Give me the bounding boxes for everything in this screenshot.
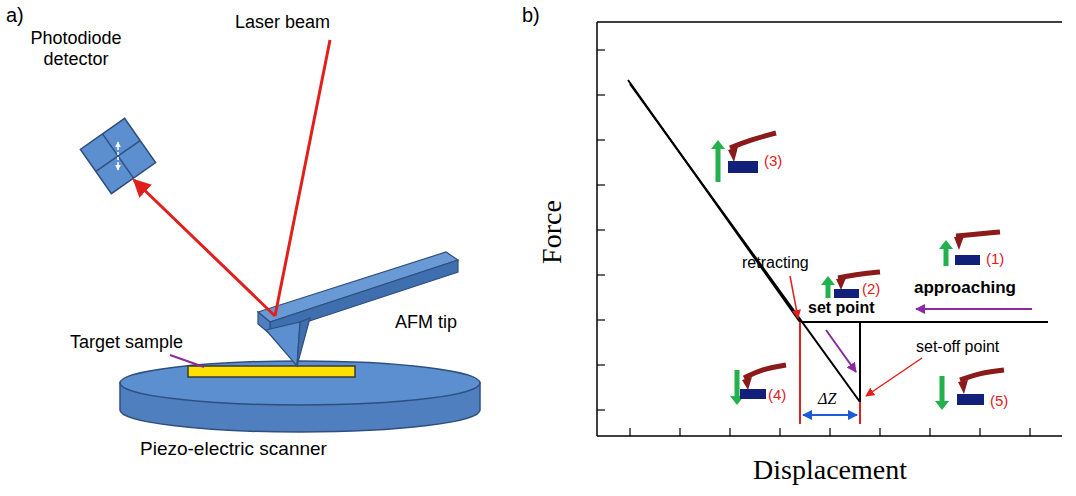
cantilever-icon [956, 232, 1000, 236]
curve-note: set-off point [916, 338, 999, 356]
motion-arrow [826, 284, 831, 298]
cantilever-icon [744, 365, 786, 378]
motion-arrow-head [939, 240, 953, 249]
approach-arrow [916, 308, 1032, 310]
tick [629, 428, 630, 436]
retract-arrow [826, 330, 856, 372]
pointer-arrow [790, 276, 798, 318]
component-label: Piezo-electric scanner [140, 438, 327, 460]
tick [679, 428, 680, 436]
tick [597, 319, 605, 320]
component-label: Photodiode detector [18, 28, 134, 69]
curve-note: set point [808, 299, 875, 317]
leader-line [170, 355, 204, 367]
component-label: AFM tip [395, 312, 457, 333]
tip-icon [742, 377, 752, 390]
tick [597, 49, 605, 50]
tip-icon [958, 380, 968, 394]
callout-number: (3) [764, 152, 782, 169]
marker-line [859, 402, 861, 424]
motion-arrow [716, 148, 721, 182]
piezo-scanner [120, 361, 480, 432]
component-label: Target sample [70, 332, 183, 353]
motion-arrow-head [711, 140, 725, 149]
dimension-label: ΔZ [818, 390, 836, 408]
reflected-beam [134, 180, 275, 316]
tick [779, 428, 780, 436]
axis-title: Displacement [753, 454, 907, 486]
component-label: Laser beam [235, 12, 330, 33]
sample-plate [188, 366, 355, 377]
cantilever-icon [960, 370, 1004, 380]
tick [597, 409, 605, 410]
callout-number: (4) [768, 386, 786, 403]
panel-label: a) [6, 4, 24, 27]
curve-note: retracting [742, 254, 809, 272]
curve-note: approaching [914, 278, 1016, 298]
tick [1029, 428, 1030, 436]
axis-ticks [597, 50, 1030, 436]
tick [597, 94, 605, 95]
axis-title: Force [536, 200, 568, 264]
plot-frame [597, 22, 1062, 436]
state-icon [821, 272, 880, 298]
delta-arrow [803, 414, 857, 416]
tick [597, 364, 605, 365]
tick [879, 428, 880, 436]
tick [829, 428, 830, 436]
tick [597, 229, 605, 230]
tick [597, 139, 605, 140]
panel-label: b) [522, 4, 540, 27]
state-icon [730, 365, 786, 405]
motion-arrow-head [821, 276, 835, 285]
cantilever [258, 252, 458, 366]
tick [597, 274, 605, 275]
motion-arrow-head [935, 401, 949, 410]
force-curve [628, 80, 1048, 402]
callout-number: (5) [990, 392, 1008, 409]
sample-icon [955, 255, 980, 265]
motion-arrow [944, 248, 949, 266]
sample-icon [740, 389, 766, 399]
laser-beam [275, 40, 330, 316]
motion-arrow [940, 376, 945, 402]
callout-number: (2) [862, 280, 880, 297]
cantilever-icon [838, 272, 880, 278]
tick [929, 428, 930, 436]
tick [729, 428, 730, 436]
sample-icon [834, 289, 859, 298]
sample-icon [957, 394, 984, 405]
cantilever-icon [730, 133, 776, 148]
tick [979, 428, 980, 436]
tip-icon [954, 236, 964, 250]
photodiode [80, 118, 155, 193]
tip-icon [728, 147, 738, 162]
motion-arrow [735, 370, 740, 397]
tick [597, 184, 605, 185]
marker-line [799, 322, 801, 424]
tip-icon [836, 278, 846, 290]
pointer-arrow [866, 358, 922, 396]
callout-number: (1) [986, 250, 1004, 267]
sample-icon [728, 161, 758, 173]
